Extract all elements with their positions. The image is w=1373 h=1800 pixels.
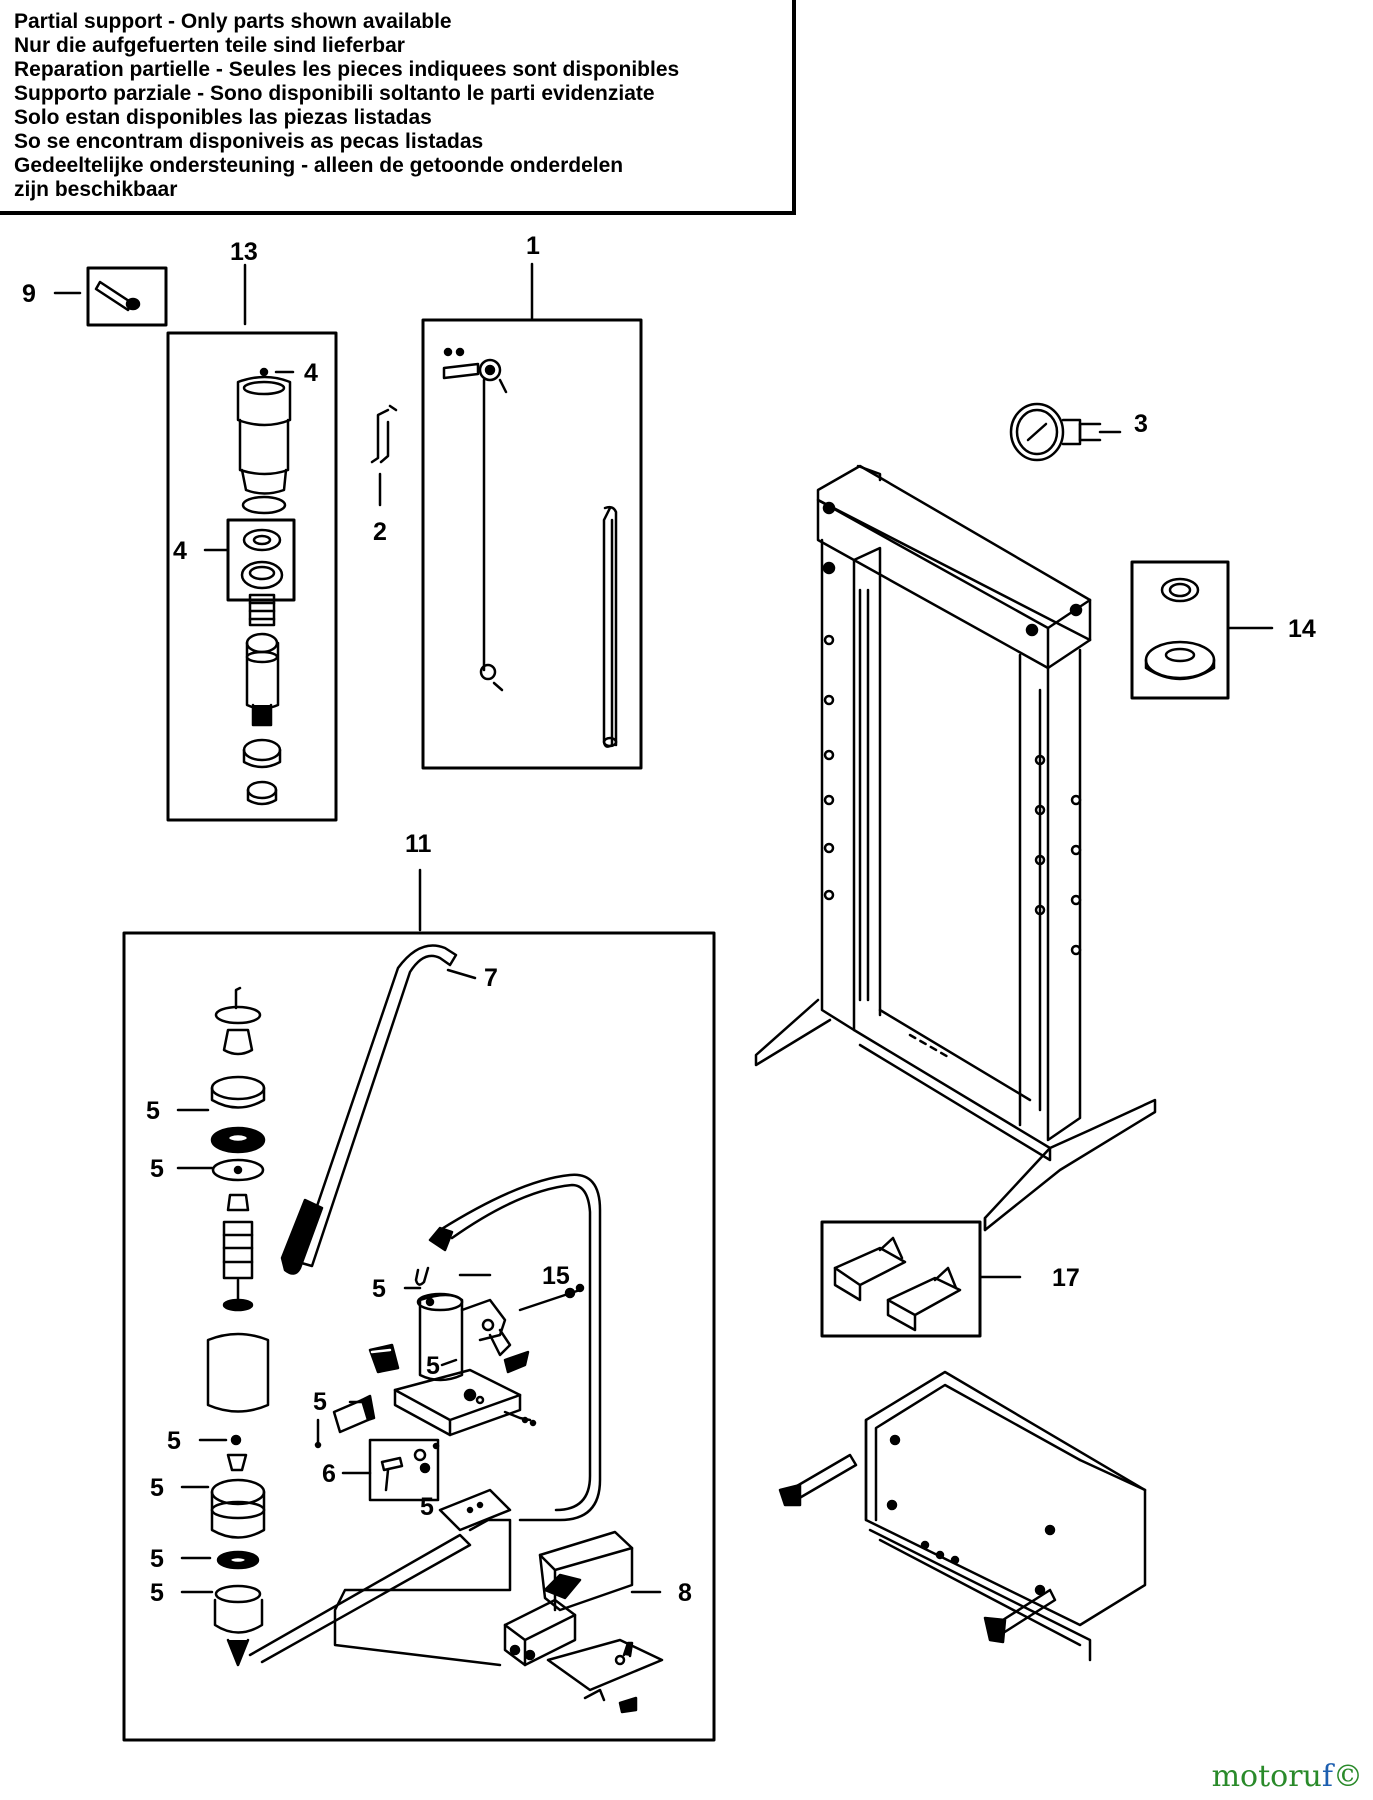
label-part-11: 11 bbox=[405, 830, 432, 858]
notice-line: Partial support - Only parts shown avail… bbox=[14, 10, 452, 33]
label-part-2: 2 bbox=[373, 518, 387, 546]
label-part-17: 17 bbox=[1052, 1264, 1080, 1292]
partial-support-notice: Partial support - Only parts shown avail… bbox=[0, 0, 796, 215]
notice-line: Gedeeltelijke ondersteuning - alleen de … bbox=[14, 154, 624, 177]
notice-line: Nur die aufgefuerten teile sind lieferba… bbox=[14, 34, 405, 57]
label-part-4: 4 bbox=[304, 359, 318, 387]
label-part-7: 7 bbox=[484, 964, 498, 992]
label-part-5: 5 bbox=[150, 1545, 164, 1573]
label-part-15: 15 bbox=[542, 1262, 570, 1290]
part-9-group bbox=[53, 266, 168, 327]
part-1-group bbox=[421, 262, 643, 770]
label-part-3: 3 bbox=[1134, 410, 1148, 438]
part-2-group bbox=[370, 404, 398, 507]
notice-line: Solo estan disponibles las piezas listad… bbox=[14, 106, 432, 129]
label-part-5: 5 bbox=[420, 1493, 434, 1521]
label-part-5: 5 bbox=[372, 1275, 386, 1303]
part-17-group bbox=[820, 1220, 1022, 1338]
label-part-4-alt: 4 bbox=[173, 537, 187, 565]
label-part-5: 5 bbox=[426, 1352, 440, 1380]
watermark-symbol: © bbox=[1333, 1759, 1363, 1794]
label-part-5: 5 bbox=[150, 1474, 164, 1502]
watermark-text: motoru bbox=[1211, 1759, 1322, 1794]
label-part-1: 1 bbox=[526, 232, 540, 260]
part-13-group bbox=[166, 263, 338, 822]
press-bed bbox=[778, 1370, 1147, 1662]
part-3-group bbox=[1009, 402, 1122, 462]
label-part-13: 13 bbox=[230, 238, 258, 266]
label-part-6: 6 bbox=[322, 1460, 336, 1488]
watermark-accent: f bbox=[1321, 1759, 1333, 1794]
notice-line: Supporto parziale - Sono disponibili sol… bbox=[14, 82, 655, 105]
label-part-9: 9 bbox=[22, 280, 36, 308]
notice-line: zijn beschikbaar bbox=[14, 178, 178, 201]
watermark: motoruf© bbox=[1212, 1759, 1363, 1794]
notice-line: Reparation partielle - Seules les pieces… bbox=[14, 58, 680, 81]
label-part-5: 5 bbox=[146, 1097, 160, 1125]
label-part-5: 5 bbox=[313, 1388, 327, 1416]
label-part-14: 14 bbox=[1288, 615, 1316, 643]
press-frame bbox=[754, 464, 1157, 1232]
label-part-8: 8 bbox=[678, 1579, 692, 1607]
label-part-5: 5 bbox=[150, 1579, 164, 1607]
part-11-group bbox=[122, 868, 716, 1742]
part-14-group bbox=[1130, 560, 1274, 700]
label-part-5: 5 bbox=[167, 1427, 181, 1455]
label-part-5: 5 bbox=[150, 1155, 164, 1183]
notice-line: So se encontram disponiveis as pecas lis… bbox=[14, 130, 484, 153]
